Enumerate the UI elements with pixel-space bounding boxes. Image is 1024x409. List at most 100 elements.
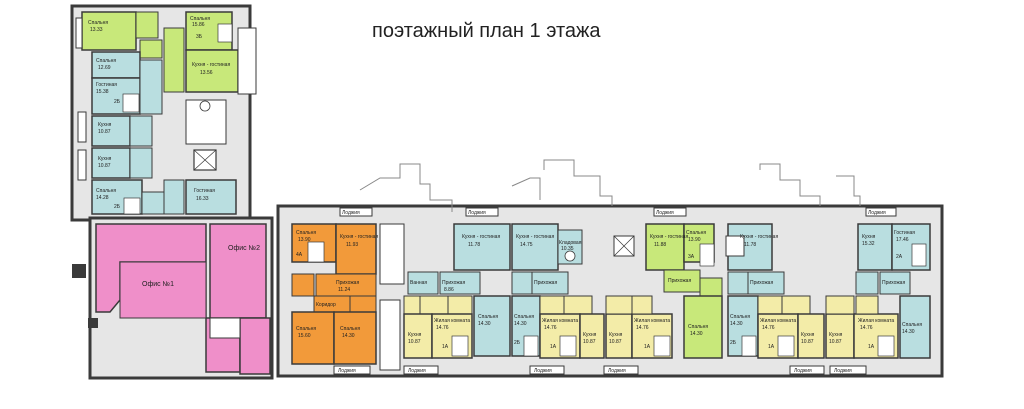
label-area: 10.87 — [408, 339, 421, 345]
label-area: 14.76 — [436, 325, 449, 331]
loggia — [789, 365, 825, 375]
label-hall: Прихожая — [668, 278, 691, 284]
left-tower: Спальня 13.33 Спальня 15.86 3Б Кухня - г… — [70, 4, 257, 222]
room-bedroom — [81, 11, 137, 51]
room-kitchen — [857, 223, 893, 271]
label-area: 11.24 — [338, 287, 350, 293]
label-area: 14.30 — [514, 321, 527, 327]
label-apt-type: 1А — [644, 344, 651, 350]
label-bedroom: Спальня — [730, 314, 750, 320]
label-apt-type: 1А — [768, 344, 775, 350]
label-area: 14.30 — [478, 321, 491, 327]
room-kitchen-living — [453, 223, 511, 271]
label-area: 14.28 — [96, 195, 109, 201]
label-area: 14.75 — [520, 242, 533, 248]
label-kitchen: Кухня — [801, 332, 815, 338]
room-corridor — [139, 59, 163, 115]
room-corridor — [129, 147, 153, 179]
area-badge — [123, 197, 141, 215]
area-badge — [777, 335, 795, 357]
label-living-room: Жилая комната — [760, 318, 796, 324]
label-loggia: Лоджия — [656, 210, 674, 216]
label-kitchen: Кухня — [862, 234, 876, 240]
loggia — [865, 207, 897, 217]
room-wardrobe — [757, 295, 783, 315]
stair — [379, 299, 401, 371]
label-area: 15.60 — [298, 333, 311, 339]
area-badge — [523, 335, 539, 357]
loggia — [77, 149, 87, 181]
label-bedroom: Спальня — [190, 16, 210, 22]
label-bedroom: Спальня — [88, 20, 108, 26]
room-wardrobe — [855, 295, 879, 315]
label-bedroom: Спальня — [514, 314, 534, 320]
label-area: 17.46 — [896, 237, 909, 243]
label-bedroom: Спальня — [96, 188, 116, 194]
label-area: 13.90 — [298, 237, 311, 243]
loggia — [333, 365, 371, 375]
label-area: 14.30 — [730, 321, 743, 327]
label-area: 12.69 — [98, 65, 111, 71]
label-area: 11.93 — [346, 242, 358, 248]
area-badge — [741, 335, 757, 357]
area-badge — [307, 241, 325, 263]
label-kitchen-living: Кухня - гостиная — [340, 234, 378, 240]
label-apt-type: 1А — [550, 344, 557, 350]
stair — [379, 223, 405, 285]
label-apt-type: 2Б — [730, 340, 737, 346]
elevator-shaft — [725, 235, 745, 257]
room-bath — [699, 277, 723, 297]
room-kitchen — [91, 115, 131, 147]
label-living-room: Жилая комната — [858, 318, 894, 324]
label-area: 10.87 — [609, 339, 622, 345]
label-kitchen: Кухня — [408, 332, 422, 338]
office-2-lower — [239, 317, 271, 375]
room-bedroom — [683, 295, 723, 359]
main-block: Спальня 13.90 4А Кухня - гостиная 11.93 … — [276, 204, 944, 378]
label-loggia: Лоджия — [868, 210, 886, 216]
label-loggia: Лоджия — [342, 210, 360, 216]
room-wardrobe — [447, 295, 473, 315]
room-hall — [825, 295, 855, 315]
label-loggia: Лоджия — [338, 368, 356, 374]
room-kitchen-living — [511, 223, 559, 271]
label-apt-type: 2Б — [514, 340, 521, 346]
room-bath — [511, 271, 533, 295]
label-loggia: Лоджия — [834, 368, 852, 374]
label-living-room: Жилая комната — [634, 318, 670, 324]
label-apt-type: 3Б — [196, 34, 203, 40]
room-kitchen — [403, 313, 433, 359]
offices: Офис №1 Офис №2 — [72, 216, 274, 380]
area-badge — [451, 335, 469, 357]
room-living — [185, 179, 237, 215]
label-area: 8.86 — [444, 287, 454, 293]
room-hall — [781, 295, 811, 315]
room-wardrobe — [141, 191, 165, 215]
room-bedroom — [333, 311, 377, 365]
label-area: 10.87 — [98, 163, 111, 169]
label-area: 14.76 — [544, 325, 557, 331]
label-kitchen-living: Кухня - гостиная — [516, 234, 554, 240]
label-hall: Прихожая — [336, 280, 359, 286]
area-badge — [699, 243, 715, 267]
loggia — [403, 365, 439, 375]
label-loggia: Лоджия — [794, 368, 812, 374]
room-bath — [855, 271, 879, 295]
label-area: 10.87 — [829, 339, 842, 345]
label-bedroom: Спальня — [296, 230, 316, 236]
label-area: 10.35 — [561, 246, 574, 252]
label-apt-type: 2Б — [114, 99, 121, 105]
label-hall: Прихожая — [750, 280, 773, 286]
loggia — [603, 365, 639, 375]
label-area: 10.87 — [98, 129, 111, 135]
label-kitchen: Кухня — [829, 332, 843, 338]
label-apt-type: 2Б — [114, 204, 121, 210]
label-kitchen: Кухня — [583, 332, 597, 338]
label-hall: Прихожая — [442, 280, 465, 286]
area-badge — [653, 335, 671, 357]
label-apt-type: 3А — [688, 254, 695, 260]
room-hall — [163, 27, 185, 93]
label-bedroom: Спальня — [296, 326, 316, 332]
label-living-room: Жилая комната — [434, 318, 470, 324]
